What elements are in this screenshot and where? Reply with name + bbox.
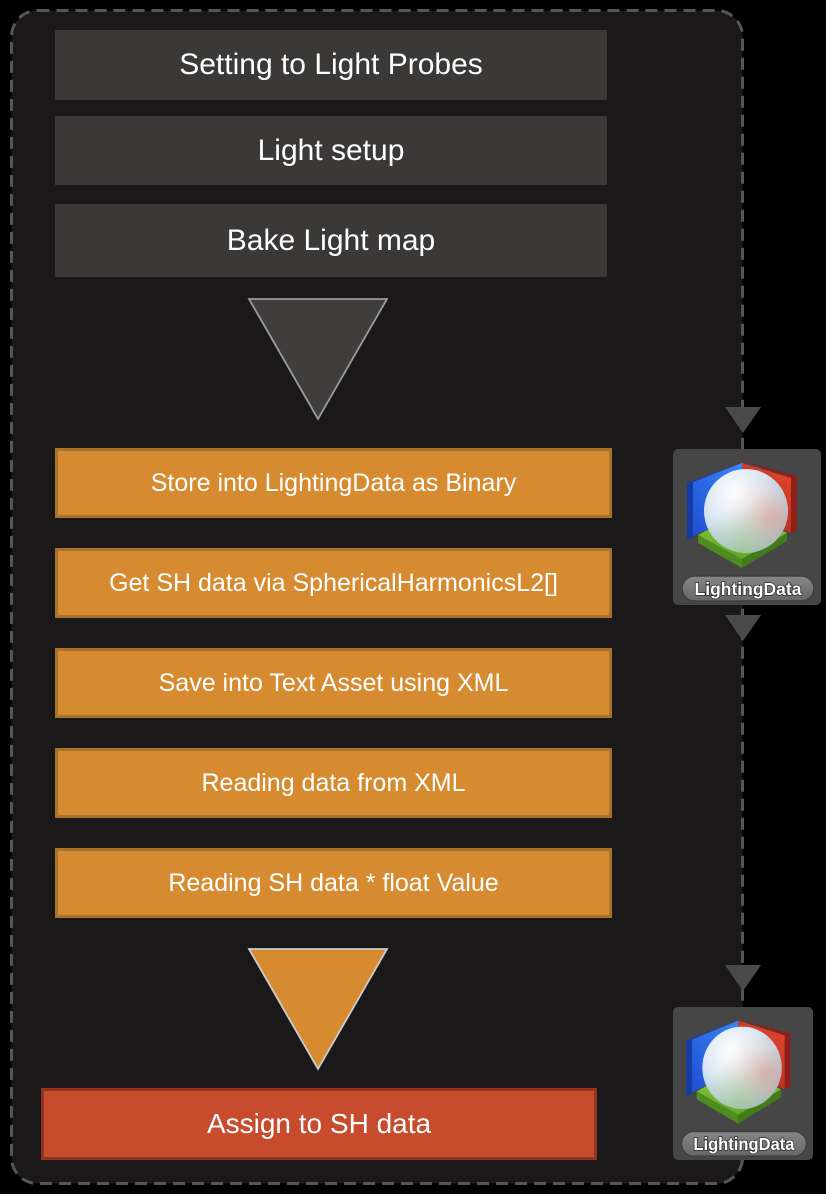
asset-label: LightingData — [695, 579, 802, 599]
arrow-down-icon — [725, 615, 761, 641]
step-label: Reading SH data * float Value — [168, 868, 499, 897]
arrow-down-icon — [725, 965, 761, 991]
down-triangle-orange-icon — [247, 948, 389, 1071]
step-label: Setting to Light Probes — [179, 48, 483, 81]
step-label: Assign to SH data — [206, 1108, 432, 1139]
step-label: Reading data from XML — [201, 768, 466, 797]
arrow-down-icon — [725, 407, 761, 433]
step-setting-to-light-probes: Setting to Light Probes — [55, 30, 607, 100]
step-get-sh-data: Get SH data via SphericalHarmonicsL2[] — [55, 548, 612, 618]
step-save-text-asset-xml: Save into Text Asset using XML — [55, 648, 612, 718]
down-triangle-dark-icon — [247, 298, 389, 421]
step-bake-light-map: Bake Light map — [55, 204, 607, 277]
step-label: Store into LightingData as Binary — [150, 468, 517, 497]
step-assign-to-sh-data: Assign to SH data — [41, 1088, 597, 1160]
step-label: Save into Text Asset using XML — [158, 668, 509, 697]
lighting-data-asset-icon: LightingData — [673, 449, 821, 605]
lighting-data-asset-icon: LightingData — [673, 1007, 813, 1160]
step-reading-sh-data-float: Reading SH data * float Value — [55, 848, 612, 918]
step-store-into-lightingdata: Store into LightingData as Binary — [55, 448, 612, 518]
step-label: Light setup — [257, 133, 405, 167]
step-label: Bake Light map — [226, 223, 436, 257]
step-label: Get SH data via SphericalHarmonicsL2[] — [109, 568, 558, 597]
asset-label: LightingData — [693, 1135, 795, 1154]
step-reading-data-from-xml: Reading data from XML — [55, 748, 612, 818]
step-light-setup: Light setup — [55, 116, 607, 185]
